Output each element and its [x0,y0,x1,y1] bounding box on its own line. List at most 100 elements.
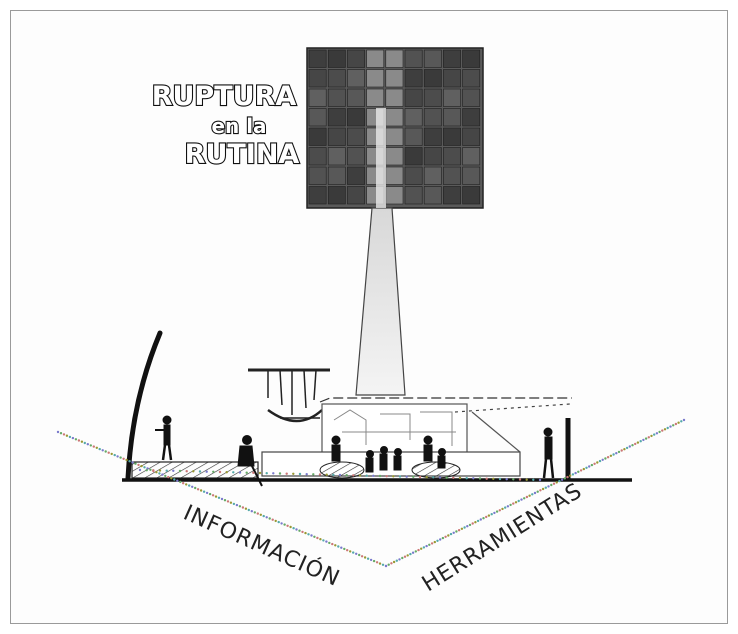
dotted-line-right [525,495,529,499]
audience-seating [319,461,461,479]
dotted-line-right [468,523,472,527]
dotted-line-right [563,477,566,480]
dotted-line-left [214,495,218,498]
dotted-line-ground [325,473,328,476]
dotted-line-ground [338,473,342,477]
dotted-line-left [322,539,325,542]
dotted-line-right [569,474,572,477]
dotted-line-right [623,448,626,451]
dotted-line-left [194,486,197,490]
people-figures [155,415,555,487]
dotted-line-left [208,492,212,496]
dotted-line-right [631,444,634,447]
dotted-line-ground [378,474,382,478]
dotted-line-left [375,561,379,564]
dotted-line-right [439,538,442,541]
dotted-line-left [271,518,274,521]
dotted-line-ground [158,469,162,472]
dotted-line-left [179,480,182,484]
panel-tile [404,88,423,107]
dotted-line-right [447,534,450,537]
dotted-line-right [460,527,464,530]
dotted-line-ground [218,470,222,474]
dotted-line-left [122,457,125,460]
dotted-line-right [487,514,491,517]
panel-tile [347,108,365,127]
dotted-line-right [661,429,664,432]
dotted-line-left [331,542,334,546]
panel-tile [347,69,365,88]
panel-tile [347,147,365,166]
dotted-line-left [134,462,137,465]
dotted-line-left [59,432,63,435]
dotted-line-left [125,458,128,462]
dotted-line-left [289,525,292,529]
dotted-line-left [199,489,203,492]
panel-tile [385,69,404,88]
dotted-line-left [340,546,343,549]
panel-tile [327,69,346,88]
dotted-line-ground [198,470,202,473]
dotted-line-right [441,536,445,540]
dotted-line-ground [265,472,268,475]
dotted-line-left [292,527,295,530]
dotted-line-right [517,499,520,503]
dotted-line-ground [238,471,242,474]
dotted-line-left [274,519,277,523]
label-informacion: INFORMACIÓN [180,500,344,592]
dotted-line-right [506,505,510,508]
panel-tile [443,186,461,205]
dotted-line-left [238,505,242,508]
dotted-line-left [92,445,96,448]
panel-tile [347,88,365,107]
dotted-line-right [384,564,388,568]
dotted-line-left [295,528,298,531]
panel-tile [462,166,481,185]
dotted-line-ground [478,477,482,480]
dotted-line-right [588,465,591,468]
dotted-line-right [593,462,596,465]
dotted-line-right [498,509,501,512]
panel-tile [347,166,365,185]
dotted-line-left [98,447,101,451]
dotted-line-ground [178,469,182,473]
dotted-line-right [636,441,640,444]
dotted-line-left [283,523,286,526]
panel-tile [308,166,327,185]
dotted-line-right [672,424,675,427]
dotted-line-left [62,433,66,436]
dotted-line-left [137,463,140,467]
panel-tile [347,127,365,146]
panel-tile [385,186,404,205]
dotted-line-right [604,457,607,460]
dotted-line-left [256,512,259,515]
panel-tile [443,147,461,166]
dotted-line-ground [452,476,455,479]
dotted-line-left [205,491,209,495]
dotted-line-right [598,459,602,463]
dotted-line-ground [492,477,495,480]
dotted-line-right [550,483,553,487]
dotted-line-right [533,491,537,495]
dotted-line-left [110,452,113,456]
dotted-line-ground [278,472,282,475]
panel-tile [327,88,346,107]
dotted-line-right [571,473,575,476]
dotted-line-ground [518,478,522,481]
dotted-line-ground [272,472,275,475]
dotted-line-ground [145,469,148,472]
dotted-line-left [253,511,256,514]
audience-figures [331,435,446,473]
dotted-line-ground [532,478,535,481]
panel-tile [308,108,327,127]
dotted-line-right [455,530,458,533]
dotted-line-right [406,554,409,557]
dotted-line-right [471,522,474,525]
dotted-line-ground [358,474,362,477]
dotted-line-left [352,551,355,554]
dotted-line-right [612,453,615,456]
dotted-line-left [77,439,81,442]
dotted-line-right [650,434,653,438]
dotted-line-ground [312,473,315,476]
